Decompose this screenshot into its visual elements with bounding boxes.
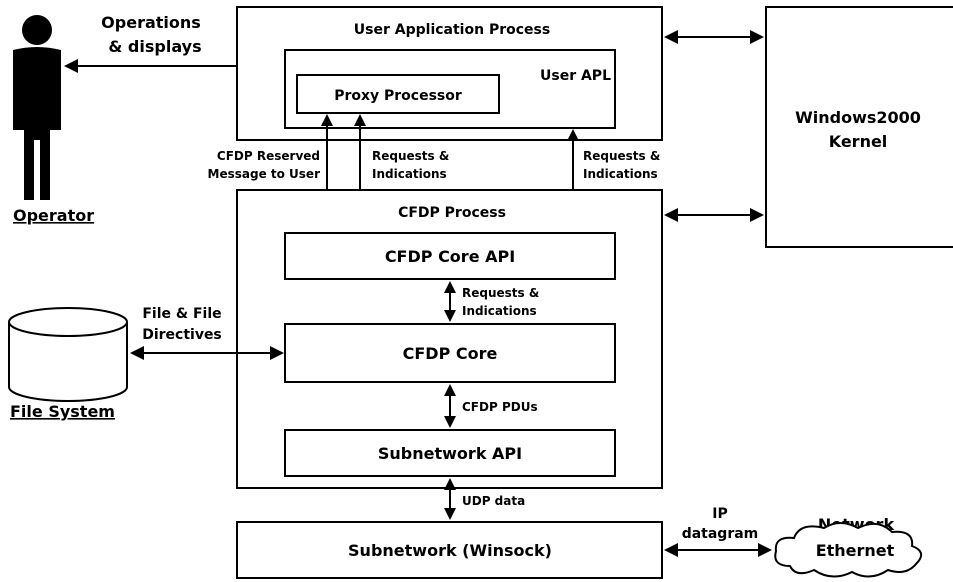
user-application-process-title: User Application Process — [354, 22, 550, 38]
file-system-icon — [8, 307, 128, 402]
user-apl-label: User APL — [540, 68, 611, 84]
core-api-core-arrow — [444, 281, 456, 322]
cfdp-process-title: CFDP Process — [398, 205, 506, 221]
req-ind-label-2a: Requests & — [583, 149, 660, 163]
ethernet-cloud-icon — [774, 522, 923, 578]
ip-datagram-label-2: datagram — [682, 526, 759, 542]
reserved-message-label-1: CFDP Reserved — [217, 149, 320, 163]
req-ind-label-3b: Indications — [462, 304, 537, 318]
core-subnet-api-arrow — [444, 384, 456, 428]
subnetwork-api-box — [284, 429, 616, 477]
reserved-message-label-2: Message to User — [208, 167, 321, 181]
req-ind-label-1b: Indications — [372, 167, 447, 181]
file-core-arrow — [130, 346, 284, 360]
ip-datagram-label-1: IP — [712, 506, 727, 522]
kernel-label-1: Windows2000 — [795, 108, 921, 127]
cfdp-core-api-box — [284, 232, 616, 280]
subnet-api-winsock-arrow — [444, 478, 456, 520]
proxy-processor-box — [296, 74, 500, 114]
cfdp-core-label: CFDP Core — [403, 344, 498, 363]
operations-label-2: & displays — [108, 37, 201, 56]
file-directives-label-2: Directives — [142, 327, 222, 343]
windows-kernel-box — [765, 6, 953, 248]
operator-label: Operator — [13, 206, 94, 225]
req-ind-label-1a: Requests & — [372, 149, 449, 163]
req-ind-label-2b: Indications — [583, 167, 658, 181]
operations-label-1: Operations — [101, 13, 201, 32]
kernel-label-2: Kernel — [829, 132, 888, 151]
winsock-network-arrow — [664, 543, 772, 557]
udp-data-label: UDP data — [462, 494, 525, 508]
req-ind-label-3a: Requests & — [462, 286, 539, 300]
user-process-kernel-arrow — [664, 30, 764, 44]
cfdp-process-kernel-arrow — [664, 208, 764, 222]
proxy-processor-label: Proxy Processor — [334, 88, 462, 104]
ethernet-label: Ethernet — [816, 541, 895, 560]
cfdp-core-box — [284, 323, 616, 383]
file-system-label: File System — [10, 402, 115, 421]
cfdp-core-api-label: CFDP Core API — [385, 247, 515, 266]
operator-icon — [13, 15, 61, 200]
subnetwork-winsock-label: Subnetwork (Winsock) — [348, 541, 552, 560]
file-directives-label-1: File & File — [142, 306, 221, 322]
cfdp-pdus-label: CFDP PDUs — [462, 400, 538, 414]
subnetwork-winsock-box — [236, 521, 663, 579]
subnetwork-api-label: Subnetwork API — [378, 444, 522, 463]
